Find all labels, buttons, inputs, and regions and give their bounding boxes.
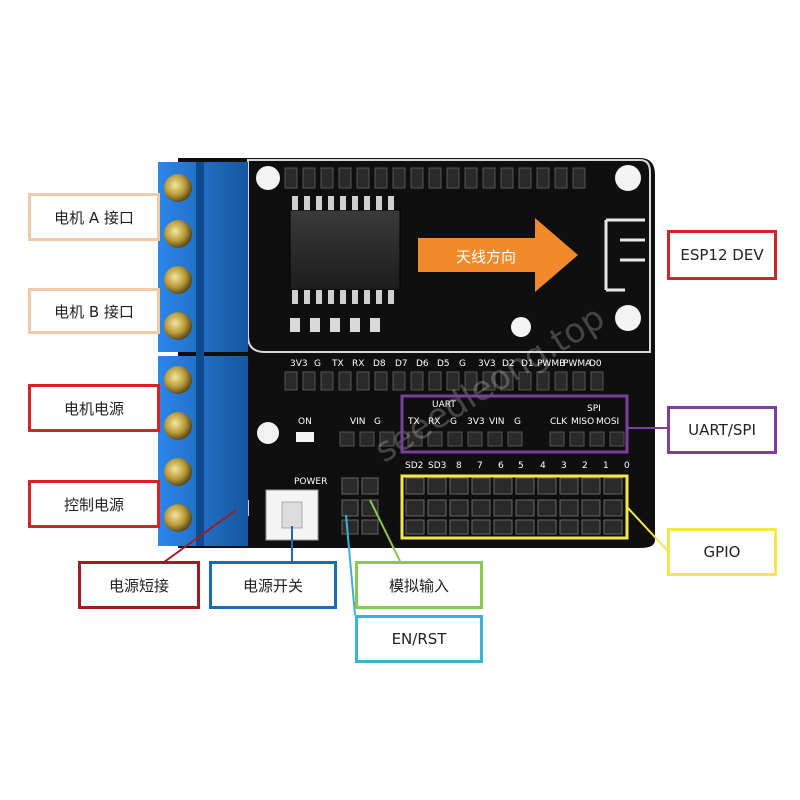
en-rst-callout: EN/RST bbox=[355, 615, 483, 663]
pin-label: PWMB bbox=[537, 359, 565, 369]
uart-pin-label: G bbox=[450, 417, 457, 427]
gpio-number: 0 bbox=[624, 461, 630, 471]
uart-spi-callout: UART/SPI bbox=[667, 406, 777, 454]
control-power-callout: 控制电源 bbox=[28, 480, 160, 528]
terminal-screw bbox=[164, 412, 192, 440]
motor-a-callout: 电机 A 接口 bbox=[28, 193, 160, 241]
mount-hole-center bbox=[511, 317, 531, 337]
spi-pin-label: MISO bbox=[571, 417, 594, 427]
terminal-screw bbox=[164, 312, 192, 340]
gpio-number: 1 bbox=[603, 461, 609, 471]
gpio-number: 3 bbox=[561, 461, 567, 471]
pin-label: D1 bbox=[521, 359, 534, 369]
pin-label: D6 bbox=[416, 359, 429, 369]
terminal-screw bbox=[164, 220, 192, 248]
gpio-number: 8 bbox=[456, 461, 462, 471]
gpio-number: 2 bbox=[582, 461, 588, 471]
pin-label: G bbox=[459, 359, 466, 369]
antenna-trace bbox=[604, 218, 645, 292]
gpio-number: SD2 bbox=[405, 461, 423, 471]
uart-pin-label: TX bbox=[407, 417, 420, 427]
terminal-screw bbox=[164, 504, 192, 532]
gpio-number: SD3 bbox=[428, 461, 446, 471]
top-header-pins bbox=[284, 167, 586, 189]
pin-label: RX bbox=[352, 359, 364, 369]
analog-input-callout: 模拟输入 bbox=[355, 561, 483, 609]
pin-label: PWMA bbox=[563, 359, 592, 369]
power-led-area: ON VIN G bbox=[296, 417, 395, 447]
pin-label: D8 bbox=[373, 359, 386, 369]
g-label: G bbox=[374, 417, 381, 427]
power-switch-text: POWER bbox=[294, 477, 327, 487]
pin-label: TX bbox=[331, 359, 344, 369]
mount-hole-bottom-left bbox=[256, 166, 280, 190]
terminal-screw bbox=[164, 266, 192, 294]
connector-lines bbox=[159, 427, 668, 616]
mount-hole-right bbox=[615, 305, 641, 331]
vin-label: VIN bbox=[350, 417, 366, 427]
spi-title: SPI bbox=[587, 404, 601, 414]
smd-components bbox=[290, 318, 380, 332]
uart-pin-label: 3V3 bbox=[467, 417, 485, 427]
pin-label: D7 bbox=[395, 359, 408, 369]
gpio-header: SD2 SD3 8 7 6 5 4 3 2 1 0 bbox=[405, 461, 630, 535]
uart-pin-label: RX bbox=[428, 417, 440, 427]
terminal-screw bbox=[164, 174, 192, 202]
motor-power-callout: 电机电源 bbox=[28, 384, 160, 432]
esp12-callout: ESP12 DEV bbox=[667, 230, 777, 280]
motor-driver-chip bbox=[289, 196, 401, 304]
pin-label: 3V3 bbox=[290, 359, 308, 369]
uart-pin-label: G bbox=[514, 417, 521, 427]
power-led bbox=[296, 432, 314, 442]
uart-title: UART bbox=[432, 400, 456, 410]
motor-b-callout: 电机 B 接口 bbox=[28, 288, 160, 334]
uart-pin-label: VIN bbox=[489, 417, 505, 427]
spi-pin-label: CLK bbox=[550, 417, 568, 427]
uart-spi-header: UART SPI TX RX G 3V3 VIN G CLK MISO MOSI bbox=[407, 400, 625, 447]
terminal-screw bbox=[164, 458, 192, 486]
spi-pin-label: MOSI bbox=[596, 417, 619, 427]
mount-hole-top-right bbox=[615, 165, 641, 191]
gpio-number: 5 bbox=[518, 461, 524, 471]
antenna-arrow: 天线方向 bbox=[418, 218, 578, 292]
uart-spi-highlight bbox=[400, 394, 629, 454]
power-switch: POWER bbox=[265, 477, 327, 541]
gpio-number: 4 bbox=[540, 461, 546, 471]
pin-label: D0 bbox=[589, 359, 602, 369]
gpio-number: 7 bbox=[477, 461, 483, 471]
pin-label: D2 bbox=[502, 359, 515, 369]
on-label: ON bbox=[298, 417, 312, 427]
gpio-number: 6 bbox=[498, 461, 504, 471]
power-short-callout: 电源短接 bbox=[78, 561, 200, 609]
gpio-callout: GPIO bbox=[667, 528, 777, 576]
terminal-screw bbox=[164, 366, 192, 394]
top-pin-labels: 3V3 G TX RX D8 D7 D6 D5 G 3V3 D2 D1 PWMB… bbox=[290, 359, 602, 369]
pin-label: 3V3 bbox=[478, 359, 496, 369]
antenna-text: 天线方向 bbox=[456, 248, 516, 266]
power-switch-callout: 电源开关 bbox=[209, 561, 337, 609]
mount-hole-left bbox=[257, 422, 279, 444]
second-header-pins bbox=[284, 371, 604, 391]
screw-terminals bbox=[158, 162, 248, 546]
pin-label: G bbox=[314, 359, 321, 369]
pin-label: D5 bbox=[437, 359, 450, 369]
